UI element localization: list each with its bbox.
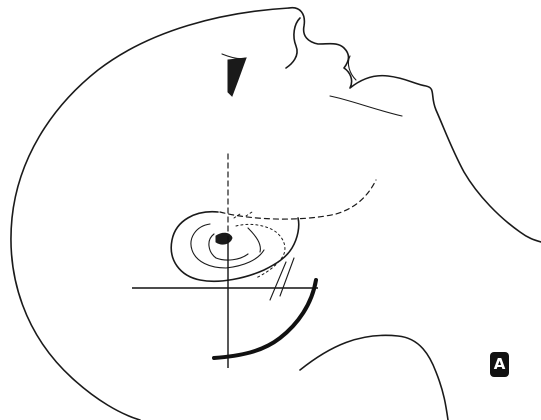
nostril-line bbox=[348, 56, 356, 80]
eye-lid-mark bbox=[228, 58, 246, 96]
skull-outline bbox=[11, 8, 289, 420]
panel-label-badge: A bbox=[490, 352, 509, 377]
ear-helix bbox=[171, 212, 299, 282]
tragus-line bbox=[248, 228, 260, 252]
jaw-neck-line bbox=[300, 335, 448, 420]
mouth-line bbox=[330, 96, 402, 116]
ear-canal bbox=[216, 233, 232, 244]
eye-outline bbox=[286, 18, 300, 68]
mandible-dashed-outline bbox=[220, 180, 376, 219]
face-profile bbox=[289, 8, 541, 242]
incision-curve bbox=[214, 280, 316, 358]
